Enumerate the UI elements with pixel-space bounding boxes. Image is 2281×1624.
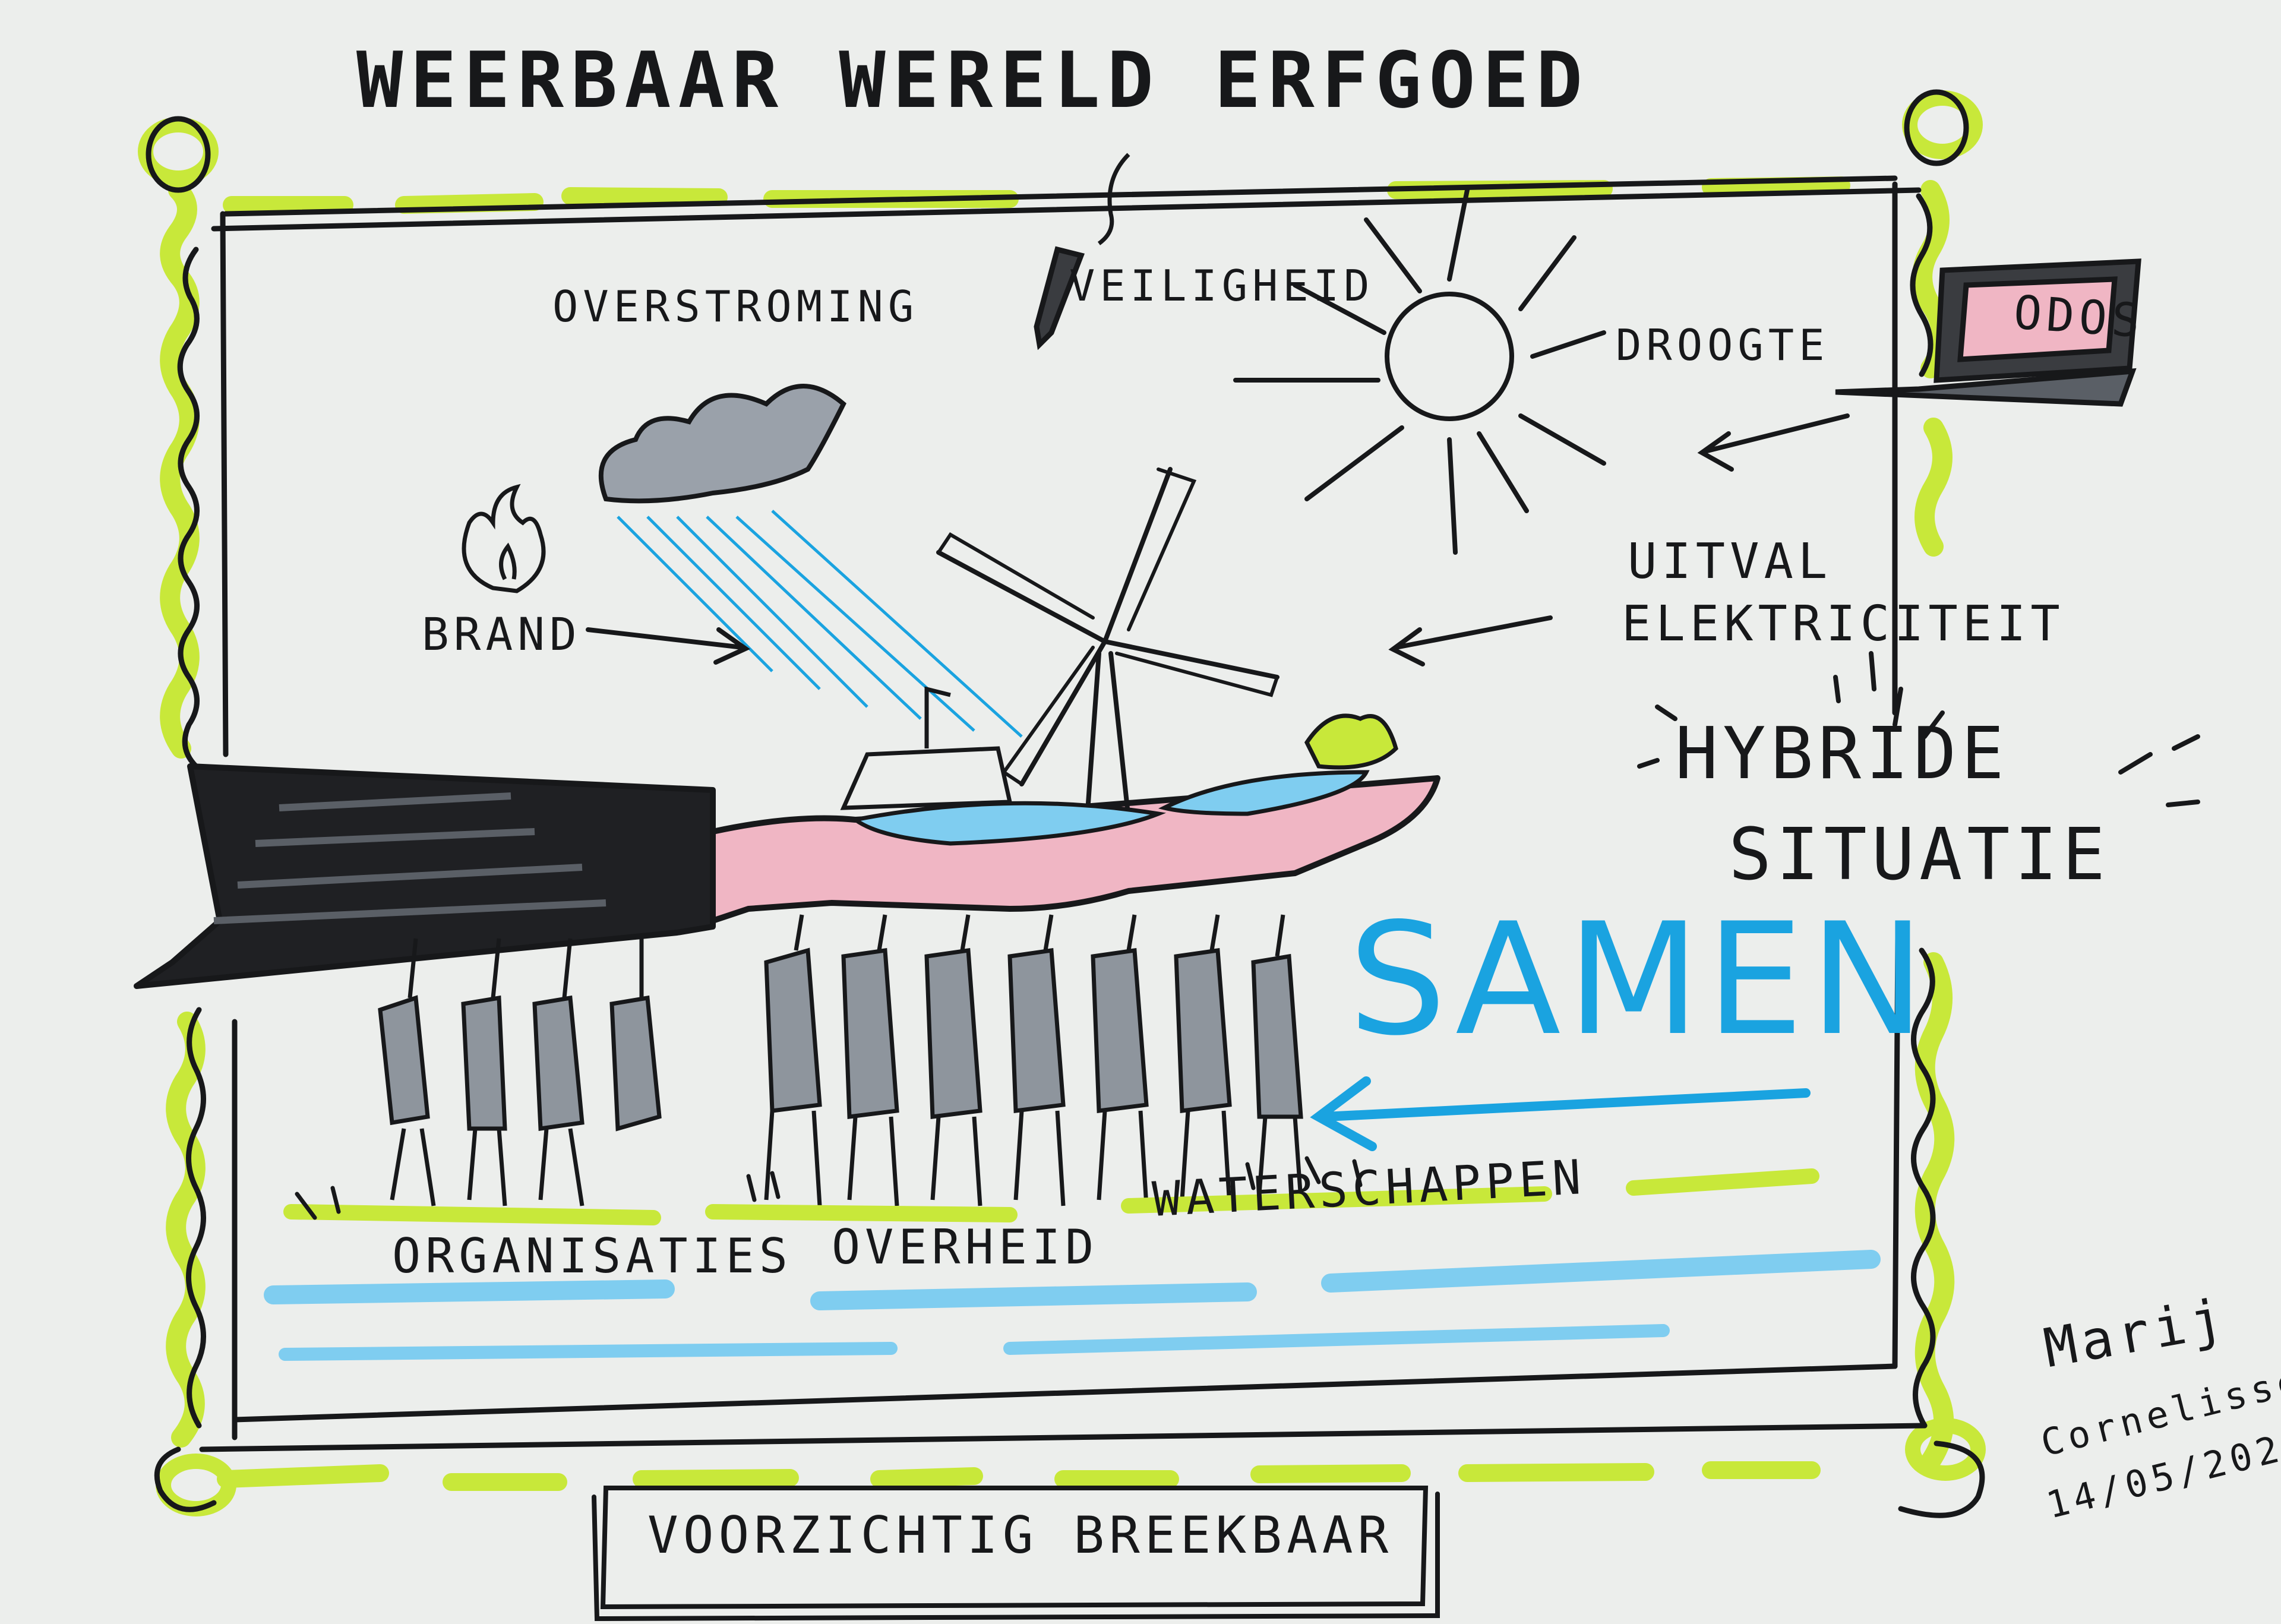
frame-outer-top bbox=[211, 187, 1922, 232]
arrow-uitval bbox=[1388, 615, 1553, 666]
flame-icon bbox=[462, 484, 546, 593]
grass-blades bbox=[295, 1156, 1363, 1220]
supporting-people bbox=[378, 914, 1303, 1206]
frame-wave-right-bottom bbox=[1911, 947, 1936, 1429]
frame-curl-bottom-left bbox=[154, 1446, 217, 1512]
frame-highlight-right-mid bbox=[1914, 418, 1953, 557]
label-uitval: UITVAL bbox=[1628, 533, 1833, 590]
label-overheid: OVERHEID bbox=[832, 1219, 1099, 1275]
frame-outer-bottom bbox=[199, 1423, 1928, 1452]
frame-highlight-right-bottom bbox=[1914, 952, 1955, 1471]
palm-water bbox=[850, 801, 1167, 846]
label-brand: BRAND bbox=[422, 608, 582, 661]
burst-marks bbox=[1637, 651, 2200, 807]
people-raised-arms bbox=[407, 914, 1285, 999]
rain-cloud-icon bbox=[598, 384, 1023, 738]
frame-knob-top-right bbox=[1904, 89, 1969, 166]
palm-pond bbox=[1158, 770, 1370, 816]
bottom-banner-box bbox=[592, 1486, 1440, 1622]
laptop-screen-label: ODOS bbox=[2012, 286, 2146, 349]
bottom-banner-label: VOORZICHTIG BREEKBAAR bbox=[647, 1506, 1394, 1565]
laptop-icon bbox=[1835, 258, 2141, 407]
arrow-samen bbox=[1310, 1076, 1811, 1151]
frame-corner-bottom-right bbox=[1905, 1418, 1986, 1481]
building bbox=[840, 746, 1013, 810]
frame-wave-left-bottom bbox=[186, 1007, 206, 1429]
water-band-1 bbox=[264, 1250, 1881, 1310]
grass-highlight bbox=[283, 1168, 1819, 1225]
label-samen: SAMEN bbox=[1348, 890, 1931, 1070]
frame-highlight-left-bottom bbox=[166, 1012, 206, 1448]
sleeve-stripes bbox=[213, 792, 606, 924]
label-hybride: HYBRIDE bbox=[1675, 713, 2009, 795]
title-pointer-line bbox=[1097, 153, 1130, 245]
flag bbox=[924, 686, 951, 748]
frame-curl-bottom-right bbox=[1898, 1440, 1985, 1518]
people-group-left bbox=[378, 995, 662, 1132]
frame-ink-outline bbox=[146, 89, 1985, 1518]
arrow-brand bbox=[586, 627, 750, 665]
frame-knob-top-left bbox=[146, 116, 211, 193]
water-band-2 bbox=[279, 1324, 1670, 1361]
label-overstroming: OVERSTROMING bbox=[552, 282, 919, 331]
frame-inner-top bbox=[223, 175, 1898, 217]
ground-strip bbox=[264, 1156, 1881, 1361]
pencil-icon bbox=[1034, 246, 1085, 350]
frame-highlight-bottom bbox=[217, 1461, 1821, 1491]
frame-inner-bottom bbox=[232, 1363, 1898, 1423]
frame-wave-left-top bbox=[177, 247, 200, 769]
label-veiligheid: VEILIGHEID bbox=[1069, 261, 1375, 311]
frame-corner-top-left bbox=[138, 117, 219, 186]
rain-streaks bbox=[617, 510, 1023, 738]
sun-icon bbox=[1233, 188, 1606, 555]
people-group-right bbox=[764, 947, 1303, 1119]
tree bbox=[1304, 713, 1398, 770]
frame-corner-top-right bbox=[1902, 90, 1983, 159]
windmill-icon bbox=[936, 467, 1279, 822]
label-organisaties: ORGANISATIES bbox=[392, 1228, 792, 1284]
people-legs bbox=[390, 1110, 1303, 1206]
palm-buildings bbox=[840, 686, 1398, 846]
arrow-laptop bbox=[1697, 413, 1850, 472]
label-elektriciteit: ELEKTRICITEIT bbox=[1622, 596, 2065, 652]
frame-wave-right-top bbox=[1910, 193, 1934, 377]
frame-inner-left-top bbox=[220, 211, 229, 757]
label-situatie: SITUATIE bbox=[1729, 814, 2110, 896]
label-droogte: DROOGTE bbox=[1616, 320, 1830, 370]
page-title: WEERBAAR WERELD ERFGOED bbox=[356, 35, 1590, 125]
frame-highlight-left-top bbox=[160, 180, 200, 759]
arrows bbox=[586, 413, 1850, 1151]
frame-inner-right-bottom bbox=[1892, 936, 1901, 1369]
